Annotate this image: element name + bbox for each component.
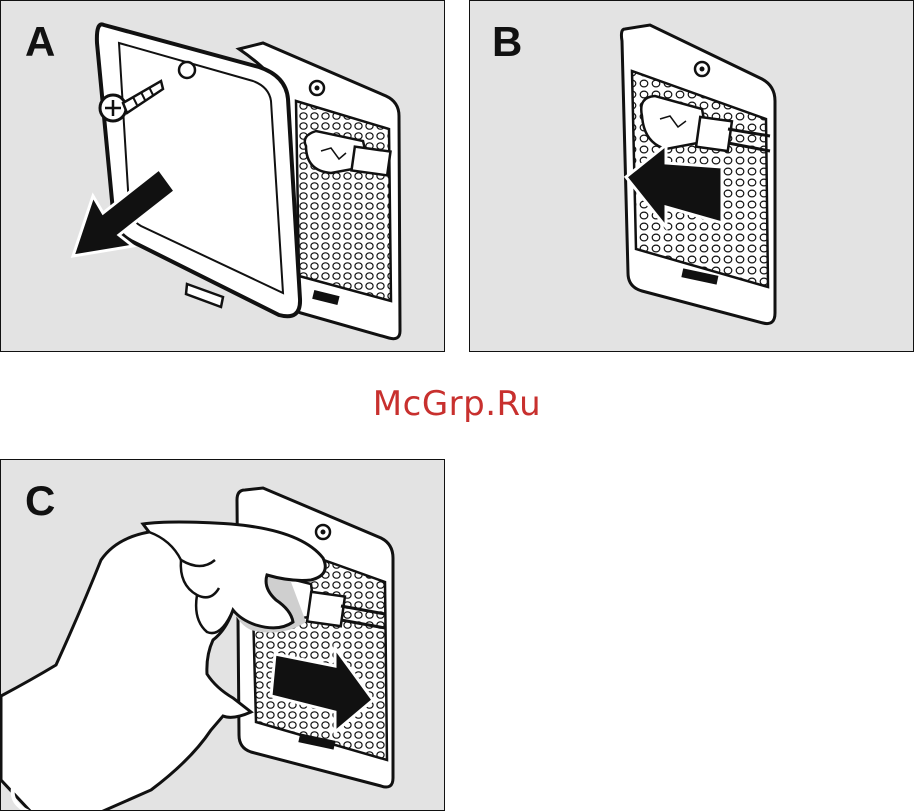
panel-a-label: A	[25, 21, 55, 63]
watermark: McGrp.Ru	[0, 384, 914, 424]
instruction-panel-c: C	[0, 459, 445, 811]
panel-b-illustration	[470, 1, 914, 352]
panel-b-label: B	[492, 21, 522, 63]
panel-a-illustration	[1, 1, 445, 352]
instruction-panel-b: B	[469, 0, 914, 352]
panel-c-illustration	[1, 460, 445, 811]
panel-c-label: C	[25, 480, 55, 522]
instruction-panel-a: A	[0, 0, 445, 352]
